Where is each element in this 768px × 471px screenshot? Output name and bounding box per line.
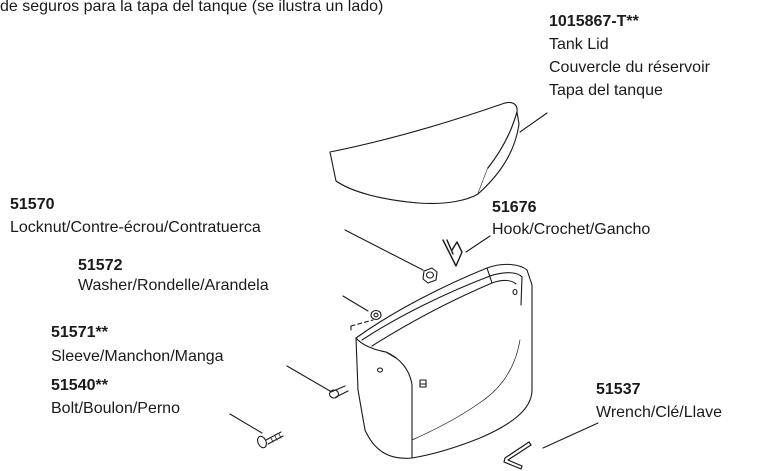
tank-lid-drawing	[329, 101, 520, 204]
locknut-drawing	[422, 267, 438, 284]
washer-label: Washer/Rondelle/Arandela	[78, 277, 269, 294]
header-caption: de seguros para la tapa del tanque (se i…	[0, 0, 384, 15]
hook-drawing	[442, 239, 463, 267]
washer-part-number: 51572	[78, 257, 123, 274]
locknut-leader-line	[344, 229, 424, 271]
lid-label-es: Tapa del tanque	[549, 82, 663, 99]
hook-leader-line	[465, 235, 491, 253]
hook-label: Hook/Crochet/Gancho	[492, 221, 651, 238]
sleeve-part-number: 51571**	[51, 324, 108, 341]
washer-drawing	[370, 309, 382, 321]
sleeve-label: Sleeve/Manchon/Manga	[51, 348, 224, 365]
lid-label-en: Tank Lid	[549, 36, 609, 53]
lid-part-number: 1015867-T**	[549, 13, 639, 30]
wrench-drawing	[503, 441, 532, 470]
lid-label-fr: Couvercle du réservoir	[549, 59, 710, 76]
bolt-part-number: 51540**	[51, 377, 108, 394]
wrench-label: Wrench/Clé/Llave	[596, 404, 722, 421]
bolt-drawing	[257, 431, 284, 449]
bolt-leader-line	[229, 413, 263, 434]
wrench-part-number: 51537	[596, 381, 641, 398]
sleeve-leader-line	[286, 365, 331, 392]
hook-part-number: 51676	[492, 199, 537, 216]
locknut-label: Locknut/Contre-écrou/Contratuerca	[10, 219, 261, 236]
sleeve-drawing	[328, 385, 349, 399]
washer-leader-line	[342, 295, 369, 312]
wrench-leader-line	[542, 422, 599, 449]
bolt-label: Bolt/Boulon/Perno	[51, 400, 180, 417]
lid-leader-line	[519, 112, 548, 133]
tank-body-drawing	[355, 263, 533, 459]
locknut-part-number: 51570	[10, 196, 55, 213]
